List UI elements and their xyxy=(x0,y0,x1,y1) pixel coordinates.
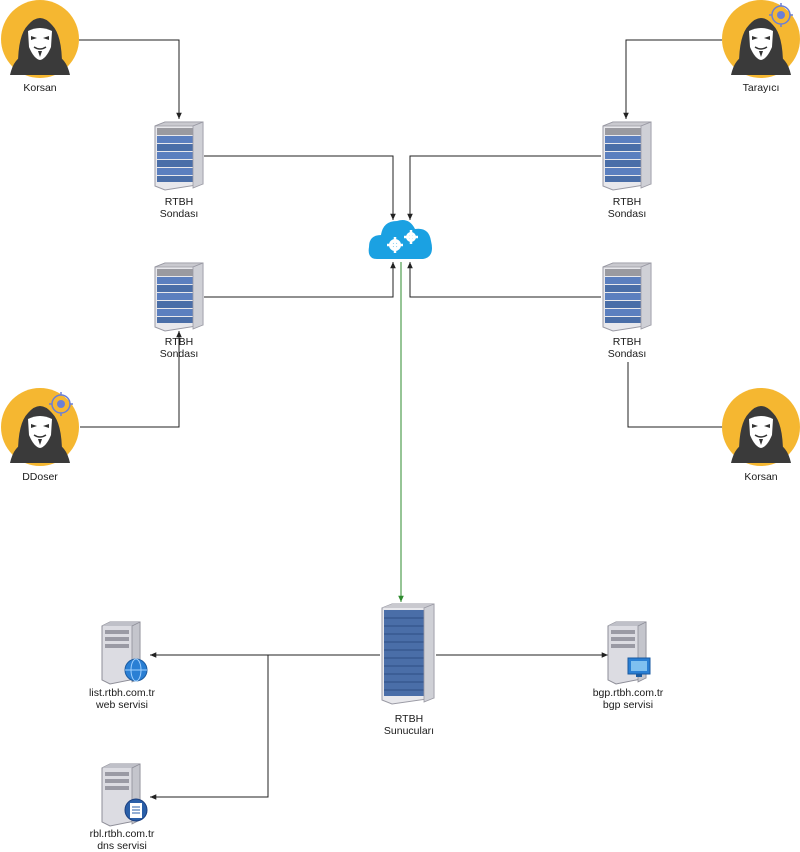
link-server-to-dns xyxy=(150,655,269,800)
link-probe-mid-right-to-cloud xyxy=(407,262,601,298)
link-probe-top-left-to-cloud xyxy=(204,155,396,220)
cloud-gears-icon xyxy=(368,220,432,259)
link-probe-top-right-to-cloud xyxy=(407,155,601,220)
server-rack-icon xyxy=(602,262,652,332)
server-monitor-icon xyxy=(607,621,651,685)
hacker-mask-icon xyxy=(721,0,800,79)
link-tarayici-to-probe-top-right xyxy=(623,39,722,119)
server-rack-icon xyxy=(154,121,204,191)
server-rack-icon xyxy=(602,121,652,191)
link-korsan-to-probe-top-left xyxy=(79,39,182,119)
actor-label-korsan-bottom-right: Korsan xyxy=(744,471,778,483)
server-globe-icon xyxy=(101,621,148,685)
actor-label-korsan-top-left: Korsan xyxy=(23,82,57,94)
server-document-icon xyxy=(101,763,148,827)
connector-lines xyxy=(79,39,722,800)
actor-label-tarayici: Tarayıcı xyxy=(742,82,780,94)
hacker-mask-icon xyxy=(0,387,80,467)
server-stack-icon xyxy=(381,603,435,705)
actor-label-ddoser: DDoser xyxy=(22,471,58,483)
link-korsan-to-probe-mid-right xyxy=(627,362,722,428)
link-probe-mid-left-to-cloud xyxy=(204,262,396,298)
server-rack-icon xyxy=(154,262,204,332)
link-ddoser-to-probe-mid-left xyxy=(80,331,182,428)
hacker-mask-icon xyxy=(721,387,800,467)
hacker-mask-icon xyxy=(0,0,80,79)
